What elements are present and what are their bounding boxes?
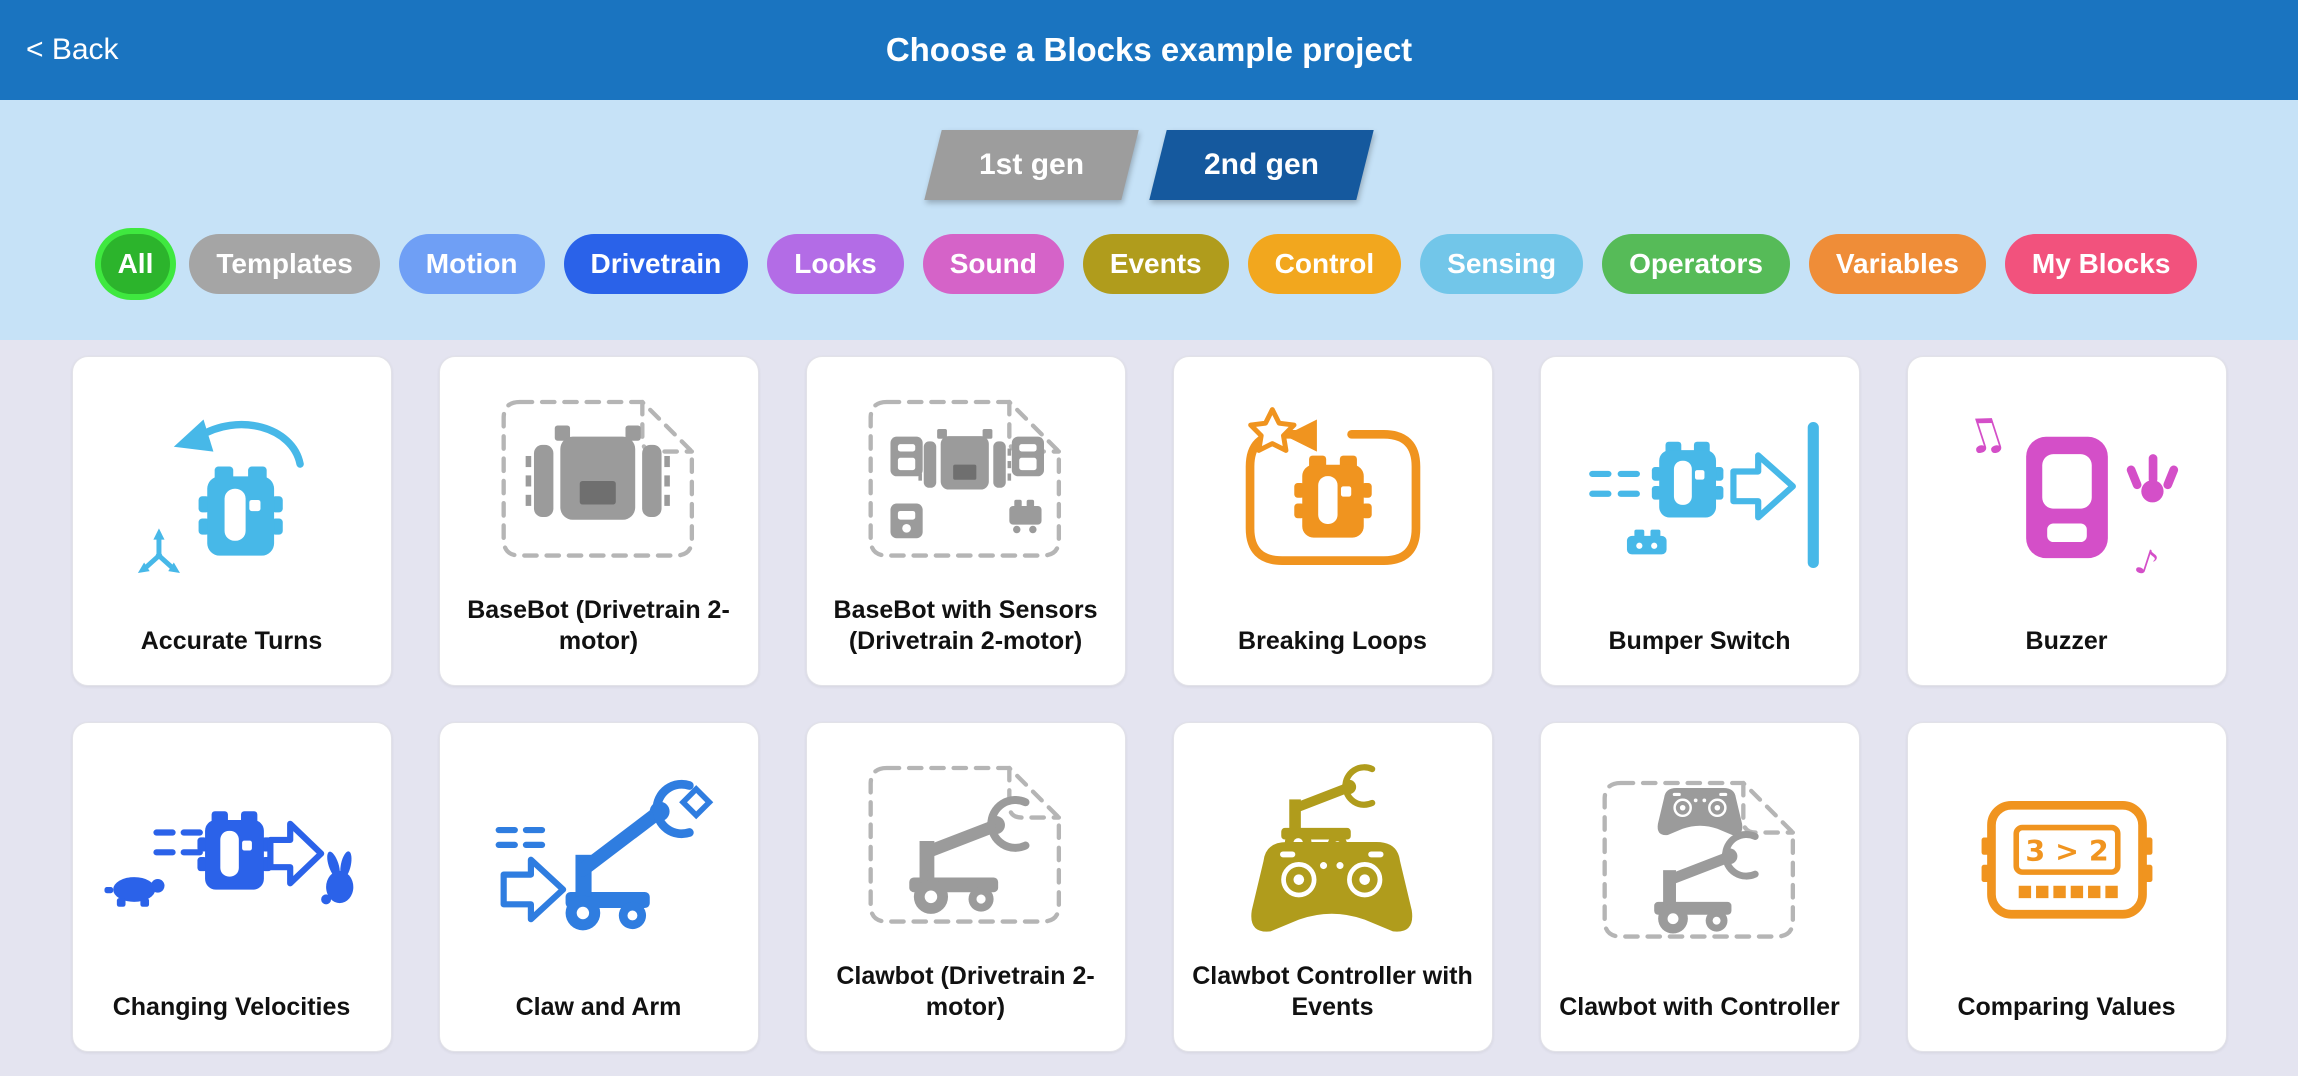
filter-band: 1st gen 2nd gen All Templates Motion Drivetr… [0,100,2298,340]
basebot-sensors-template-icon [807,357,1125,595]
accurate-turns-icon [73,357,391,626]
project-title: Clawbot Controller with Events [1192,961,1473,1021]
filter-variables[interactable]: Variables [1808,234,1986,294]
project-card-basebot-drivetrain-2-motor[interactable]: BaseBot (Drivetrain 2-motor) [438,356,759,686]
filter-operators[interactable]: Operators [1602,234,1790,294]
page-title: Choose a Blocks example project [885,31,1413,68]
filter-events[interactable]: Events [1082,234,1229,294]
project-card-basebot-with-sensors-drivetrain-2-motor[interactable]: BaseBot with Sensors (Drivetrain 2-motor… [805,356,1126,686]
tab-1st-gen[interactable]: 1st gen [924,130,1139,200]
breaking-loops-icon [1174,357,1492,626]
clawbot-template-icon [807,723,1125,961]
project-title: BaseBot (Drivetrain 2-motor) [467,595,730,655]
filter-control[interactable]: Control [1247,234,1402,294]
project-title: Clawbot with Controller [1559,992,1840,1021]
project-card-breaking-loops[interactable]: Breaking Loops [1172,356,1493,686]
project-card-claw-and-arm[interactable]: Claw and Arm [438,722,759,1052]
tab-label: 1st gen [978,148,1084,181]
project-card-comparing-values[interactable]: 3 > 2 Comparing Values [1906,722,2227,1052]
clawbot-controller-events-icon [1174,723,1492,961]
filter-sound[interactable]: Sound [922,234,1064,294]
project-card-clawbot-drivetrain-2-motor[interactable]: Clawbot (Drivetrain 2-motor) [805,722,1126,1052]
changing-velocities-icon [73,723,391,992]
filter-my-blocks[interactable]: My Blocks [2004,234,2198,294]
project-card-accurate-turns[interactable]: Accurate Turns [71,356,392,686]
filter-sensing[interactable]: Sensing [1420,234,1584,294]
project-card-clawbot-with-controller[interactable]: Clawbot with Controller [1539,722,1860,1052]
project-card-changing-velocities[interactable]: Changing Velocities [71,722,392,1052]
tab-label: 2nd gen [1204,148,1320,181]
back-button[interactable]: < Back [26,33,119,66]
project-title: Buzzer [2025,626,2108,655]
tab-2nd-gen[interactable]: 2nd gen [1149,130,1374,200]
project-title: Accurate Turns [140,626,323,655]
bumper-switch-icon [1541,357,1859,626]
app-window: < Back Choose a Blocks example project 1… [0,0,2298,1052]
svg-text:3 > 2: 3 > 2 [2025,835,2108,868]
filter-motion[interactable]: Motion [398,234,545,294]
project-title: Bumper Switch [1608,626,1791,655]
project-title: BaseBot with Sensors (Drivetrain 2-motor… [833,595,1098,655]
project-title: Clawbot (Drivetrain 2-motor) [836,961,1095,1021]
project-title: Claw and Arm [515,992,682,1021]
generation-tabs: 1st gen 2nd gen [924,130,1374,200]
category-filter-row: All Templates Motion Drivetrain Looks Sound Ev… [100,234,2198,294]
project-title: Breaking Loops [1238,626,1427,655]
filter-drivetrain[interactable]: Drivetrain [563,234,749,294]
basebot-template-icon [440,357,758,595]
project-grid: Accurate Turns BaseBot (Drivetrain 2-mot… [0,340,2298,1052]
filter-templates[interactable]: Templates [189,234,380,294]
project-card-bumper-switch[interactable]: Bumper Switch [1539,356,1860,686]
filter-looks[interactable]: Looks [767,234,904,294]
svg-text:♪: ♪ [2129,541,2162,586]
project-card-clawbot-controller-with-events[interactable]: Clawbot Controller with Events [1172,722,1493,1052]
claw-and-arm-icon [440,723,758,992]
buzzer-icon: ♫ ♪ [1908,357,2226,626]
header: < Back Choose a Blocks example project [0,0,2298,100]
filter-all[interactable]: All [100,234,171,294]
project-card-buzzer[interactable]: ♫ ♪Buzzer [1906,356,2227,686]
project-title: Comparing Values [1957,992,2176,1021]
comparing-values-icon: 3 > 2 [1908,723,2226,992]
project-title: Changing Velocities [112,992,351,1021]
clawbot-controller-template-icon [1541,723,1859,992]
svg-text:♫: ♫ [1955,403,2012,468]
